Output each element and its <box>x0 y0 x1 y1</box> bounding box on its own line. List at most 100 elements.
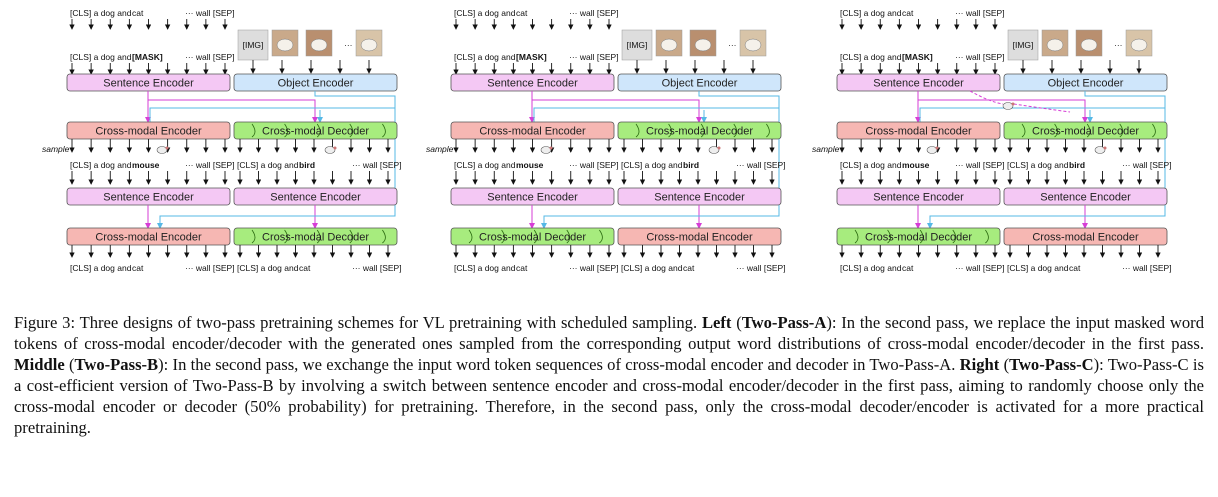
tokens-dec-sample-middle: bird <box>683 160 699 170</box>
image-thumb-3-subject <box>360 38 378 52</box>
tokens-out-left-prefix: [CLS] a dog and <box>454 263 516 273</box>
image-ellipsis: ··· <box>1114 40 1123 50</box>
cross-modal-2-right-label: Cross-modal Encoder <box>646 232 753 244</box>
caption-left-name: Two-Pass-A <box>741 313 827 332</box>
tokens-dec-sample-suffix: ··· wall [SEP] <box>736 160 786 170</box>
conn-sent-dec <box>532 99 702 123</box>
cross-modal-2-left-hatch <box>468 229 473 244</box>
tokens-out-left-middle: cat <box>516 263 528 273</box>
conn-obj-enc <box>919 91 1166 208</box>
cross-modal-decoder-1-hatch <box>382 123 386 138</box>
conn-pass2-obj <box>157 208 396 229</box>
image-thumb-1-subject <box>660 38 678 52</box>
tokens-out-right-suffix: ··· wall [SEP] <box>1122 263 1172 273</box>
image-thumb-2-subject <box>310 38 328 52</box>
image-thumb-3-subject <box>1130 38 1148 52</box>
tokens-out-right-suffix: ··· wall [SEP] <box>736 263 786 273</box>
cross-modal-encoder-1-label: Cross-modal Encoder <box>865 126 972 138</box>
sample-mouse-icon-enc <box>156 146 168 154</box>
image-thumb-1-subject <box>1046 38 1064 52</box>
sentence-encoder-3-label: Sentence Encoder <box>270 192 361 204</box>
cross-modal-2-left-hatch <box>599 229 603 244</box>
caption-left-label: Left <box>701 313 732 332</box>
cross-modal-2-right-label: Cross-modal Decoder <box>262 232 369 244</box>
conn-pass2-obj <box>927 208 1166 229</box>
tokens-out-right-middle: cat <box>683 263 695 273</box>
object-encoder-label: Object Encoder <box>662 78 738 90</box>
tokens-enc-sample-prefix: [CLS] a dog and <box>70 160 132 170</box>
cross-modal-2-right-hatch <box>382 229 386 244</box>
cross-modal-decoder-1-hatch <box>1021 123 1026 138</box>
tokens-mask-suffix: ··· wall [SEP] <box>955 52 1005 62</box>
cross-modal-2-left-hatch <box>533 229 538 244</box>
tokens-mask-prefix: [CLS] a dog and <box>454 52 516 62</box>
cross-modal-2-left-label: Cross-modal Decoder <box>865 232 972 244</box>
tokens-out-left-prefix: [CLS] a dog and <box>840 263 902 273</box>
cross-modal-2-right-hatch <box>349 229 354 244</box>
tokens-out-left-suffix: ··· wall [SEP] <box>569 263 619 273</box>
caption-figure-label: Figure 3: <box>14 313 76 332</box>
cross-modal-2-left-hatch <box>566 229 571 244</box>
image-ellipsis: ··· <box>344 40 353 50</box>
cross-modal-encoder-1-label: Cross-modal Encoder <box>95 126 202 138</box>
switch-mouse-icon-ear <box>1011 102 1015 106</box>
sample-mouse-icon-dec <box>1094 146 1106 154</box>
caption-left-text: : In the second pass, we replace the inp… <box>14 313 1204 353</box>
sentence-encoder-3-label: Sentence Encoder <box>1040 192 1131 204</box>
img-token-box <box>621 29 653 61</box>
caption-right-name: Two-Pass-C <box>1009 355 1094 374</box>
cross-modal-decoder-1-hatch <box>251 123 256 138</box>
sample-mouse-icon-enc-ear <box>165 146 169 150</box>
cross-modal-2-right <box>233 227 398 246</box>
tokens-top-middle: cat <box>516 8 528 18</box>
cross-modal-2-right <box>617 227 782 246</box>
tokens-out-left-prefix: [CLS] a dog and <box>70 263 132 273</box>
sentence-encoder-2-label: Sentence Encoder <box>103 192 194 204</box>
cross-modal-2-left-hatch <box>985 229 989 244</box>
tokens-out-right-suffix: ··· wall [SEP] <box>352 263 402 273</box>
cross-modal-decoder-1 <box>233 121 398 140</box>
cross-modal-2-left-hatch <box>854 229 859 244</box>
cross-modal-decoder-1-hatch <box>766 123 770 138</box>
img-token-label: [IMG] <box>1013 40 1034 50</box>
sentence-encoder-1-label: Sentence Encoder <box>487 78 578 90</box>
cross-modal-2-right-hatch <box>316 229 321 244</box>
tokens-top-middle: cat <box>902 8 914 18</box>
cross-modal-decoder-1-hatch <box>700 123 705 138</box>
cross-modal-2-right-label: Cross-modal Encoder <box>1032 232 1139 244</box>
sample-label: sample <box>812 144 840 154</box>
sentence-encoder-3-label: Sentence Encoder <box>654 192 745 204</box>
caption-intro: Three designs of two-pass pretraining sc… <box>75 313 702 332</box>
sample-mouse-icon-dec-ear <box>1103 146 1107 150</box>
cross-modal-decoder-1-label: Cross-modal Decoder <box>262 126 369 138</box>
img-token-box <box>237 29 269 61</box>
image-thumb-2-subject <box>1080 38 1098 52</box>
tokens-enc-sample-middle: mouse <box>516 160 544 170</box>
tokens-top-prefix: [CLS] a dog and <box>454 8 516 18</box>
image-ellipsis: ··· <box>728 40 737 50</box>
tokens-enc-sample-middle: mouse <box>132 160 160 170</box>
tokens-out-right-middle: cat <box>299 263 311 273</box>
cross-modal-decoder-1-hatch <box>1152 123 1156 138</box>
cross-modal-2-left-hatch <box>887 229 891 244</box>
object-encoder-label: Object Encoder <box>1048 78 1124 90</box>
caption-middle-label: Middle <box>14 355 65 374</box>
tokens-mask-middle: [MASK] <box>902 52 933 62</box>
switch-right <box>1013 103 1071 113</box>
conn-obj-enc <box>149 91 396 208</box>
cross-modal-decoder-1-hatch <box>733 123 738 138</box>
tokens-enc-sample-suffix: ··· wall [SEP] <box>955 160 1005 170</box>
tokens-top-suffix: ··· wall [SEP] <box>569 8 619 18</box>
sentence-encoder-2-label: Sentence Encoder <box>873 192 964 204</box>
tokens-top-middle: cat <box>132 8 144 18</box>
tokens-out-right-prefix: [CLS] a dog and <box>621 263 683 273</box>
sentence-encoder-1-label: Sentence Encoder <box>873 78 964 90</box>
sample-mouse-icon-enc-ear <box>549 146 553 150</box>
conn-sent-dec <box>148 99 318 123</box>
cross-modal-2-right-hatch <box>251 229 256 244</box>
cross-modal-2-left-hatch <box>501 229 505 244</box>
